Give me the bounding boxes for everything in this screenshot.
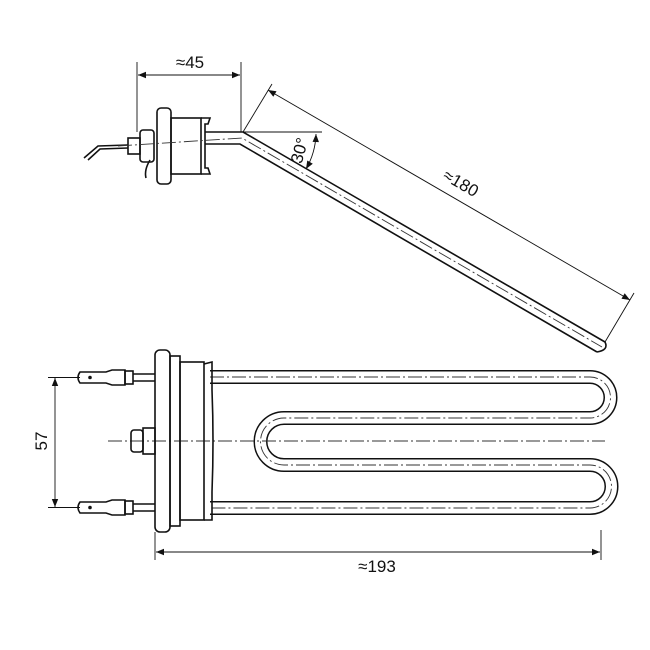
top-view: ≈45 ≈180 30° [83,53,635,353]
dim-193-label: ≈193 [358,557,396,576]
tube-centerline [210,376,612,509]
center-nut [130,427,156,455]
dim-57-label: 57 [32,432,51,451]
tube-bottom-edge [205,143,598,353]
seal [170,117,202,175]
centerline [117,137,603,348]
flange [156,107,172,185]
nut [139,129,155,163]
dim-45-label: ≈45 [176,53,204,72]
seal-lip [201,117,212,175]
dim-180-label: ≈180 [440,166,482,201]
terminal [127,137,141,155]
side-view: 57 ≈193 [32,349,619,576]
tube-top-edge [205,131,606,343]
terminal-bottom [77,499,155,516]
dim-180-line [267,89,631,301]
seal [179,361,205,521]
tube-end [596,341,607,353]
terminal-top [77,369,155,386]
seal-lip [203,360,214,521]
angle-arc [305,133,319,170]
heating-tube [210,370,619,515]
wire [83,144,129,161]
angle-label: 30° [287,136,312,166]
